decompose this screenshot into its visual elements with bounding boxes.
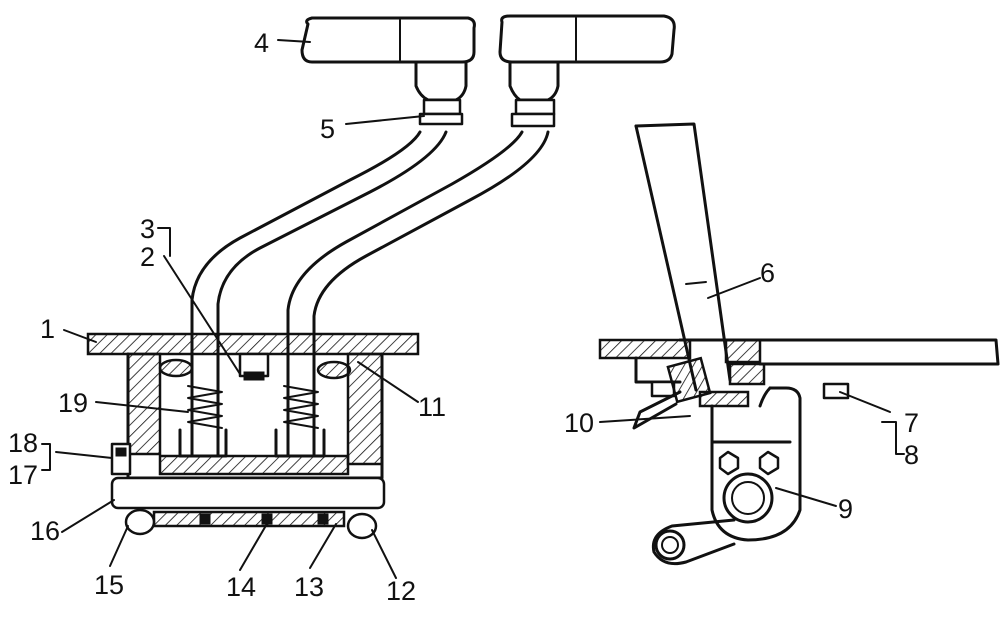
housing-left-wall — [126, 352, 162, 456]
left-handle — [300, 16, 476, 126]
label-18: 18 — [8, 428, 38, 458]
label-5: 5 — [320, 114, 335, 144]
label-11: 11 — [418, 392, 446, 422]
right-handle — [498, 14, 676, 128]
leader-lines — [41, 39, 905, 579]
label-15: 15 — [94, 570, 124, 600]
label-16: 16 — [30, 516, 60, 546]
base-block — [158, 454, 350, 476]
label-1: 1 — [40, 314, 55, 344]
label-14: 14 — [226, 572, 256, 602]
top-plate — [86, 332, 420, 356]
floor-plate — [678, 338, 1000, 366]
label-3: 3 — [140, 214, 155, 244]
label-2: 2 — [140, 242, 155, 272]
label-12: 12 — [386, 576, 416, 606]
bracket — [710, 386, 802, 542]
label-17: 17 — [8, 460, 38, 490]
lever-rods — [190, 130, 550, 458]
bush — [152, 510, 346, 528]
label-19: 19 — [58, 388, 88, 418]
nut — [822, 382, 850, 400]
label-9: 9 — [838, 494, 853, 524]
shaft — [110, 476, 386, 510]
springs — [158, 358, 352, 429]
label-13: 13 — [294, 572, 324, 602]
label-6: 6 — [760, 258, 775, 288]
label-8: 8 — [904, 440, 919, 470]
housing-right-wall — [346, 352, 384, 466]
crank-arm — [651, 518, 736, 566]
label-10: 10 — [564, 408, 594, 438]
label-7: 7 — [904, 408, 919, 438]
label-4: 4 — [254, 28, 269, 58]
